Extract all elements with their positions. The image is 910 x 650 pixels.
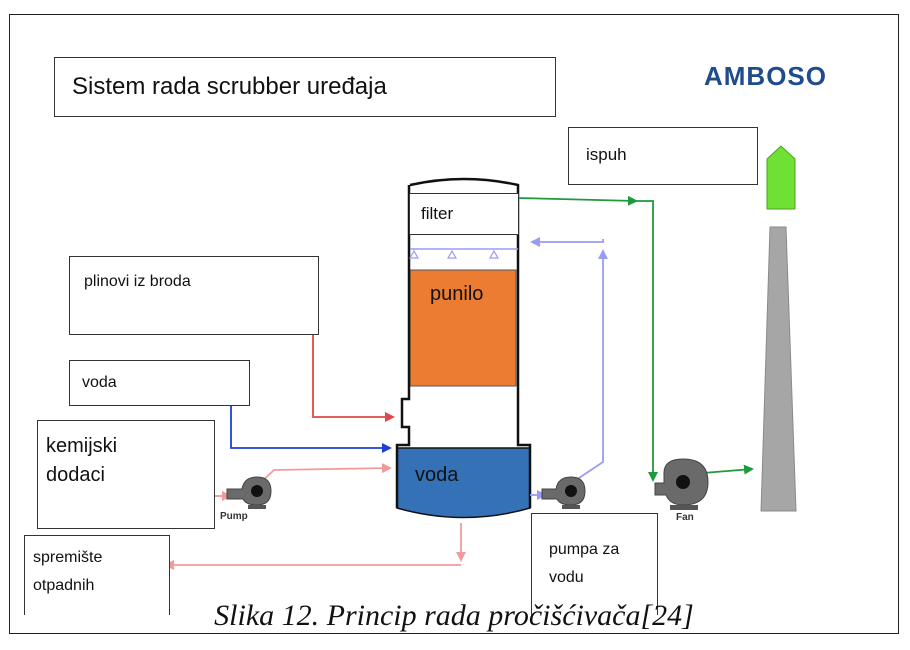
water-tank-label: voda — [415, 464, 459, 486]
ispuh-label-box: ispuh — [568, 127, 758, 185]
chemical-pump — [226, 476, 272, 509]
scrubber-column — [395, 177, 532, 508]
waste-line — [164, 523, 466, 570]
kemijski-label-line2: dodaci — [46, 464, 105, 486]
spray-nozzles — [408, 248, 518, 259]
spremiste-label-line1: spremište — [33, 549, 103, 566]
water-pump — [541, 476, 586, 509]
figure-frame: Sistem rada scrubber uređaja AMBOSO ispu… — [9, 14, 899, 634]
scrubber-diagram — [164, 145, 797, 570]
spremiste-label-box: spremište otpadnih — [24, 535, 170, 615]
pumpa-label-box: pumpa za vodu — [531, 513, 658, 615]
brand-logo: AMBOSO — [704, 61, 827, 91]
plinovi-label: plinovi iz broda — [84, 273, 191, 290]
pumpa-label-line2: vodu — [549, 569, 584, 586]
kemijski-label-box: kemijski dodaci — [37, 420, 215, 529]
plinovi-label-box: plinovi iz broda — [69, 256, 319, 335]
water-inlet-line — [230, 406, 392, 453]
figure-caption: Slika 12. Princip rada pročišćivača[24] — [214, 599, 694, 632]
voda-label: voda — [82, 374, 117, 391]
filter-label-box: filter — [409, 193, 519, 235]
pump-label: Pump — [220, 511, 248, 522]
voda-label-box: voda — [69, 360, 250, 406]
title-box — [54, 57, 556, 117]
fan-unit — [654, 458, 709, 510]
stack-cap — [766, 145, 796, 210]
smoke-stack — [760, 226, 797, 512]
filter-label: filter — [421, 204, 454, 223]
spremiste-label-line2: otpadnih — [33, 577, 95, 594]
pumpa-label-line1: pumpa za — [549, 541, 620, 558]
exhaust-line — [518, 195, 754, 482]
kemijski-label-line1: kemijski — [46, 435, 118, 457]
gas-inlet-line — [312, 335, 395, 422]
water-tank — [396, 447, 531, 519]
packing-label: punilo — [430, 283, 484, 305]
diagram-title: Sistem rada scrubber uređaja — [72, 73, 387, 100]
recirculation-line — [530, 237, 608, 500]
ispuh-label: ispuh — [586, 145, 627, 164]
fan-label: Fan — [676, 512, 694, 523]
